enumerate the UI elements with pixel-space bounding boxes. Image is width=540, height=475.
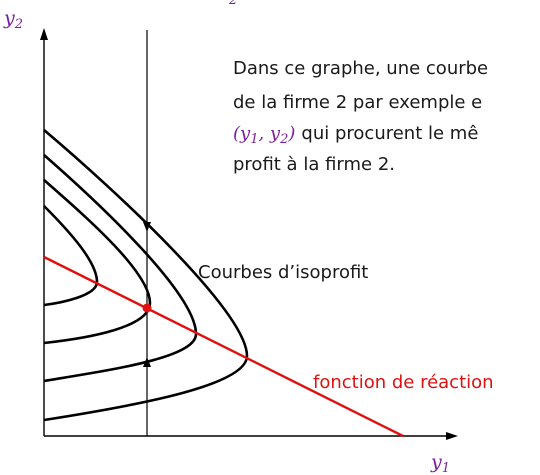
fixed-y1-line <box>143 30 151 436</box>
isoprofit-curve-2 <box>43 179 152 345</box>
isoprofit-curve-1 <box>43 205 99 307</box>
paragraph-line-3: (y1, y2)qui procurent le mê <box>233 123 478 147</box>
axes <box>40 28 458 440</box>
top-fragment-label: 2 <box>228 0 237 8</box>
x-axis-label: y1 <box>430 451 450 475</box>
paragraph-line-4: profit à la firme 2. <box>233 154 395 175</box>
isoprofit-curve-4 <box>43 129 249 422</box>
y-axis-arrow <box>40 28 48 40</box>
y-axis-label: y2 <box>3 7 23 32</box>
paragraph-line-2: de la firme 2 par exemple e <box>233 92 482 113</box>
paragraph-line-1: Dans ce graphe, une courbe <box>233 58 488 79</box>
isoprofit-label: Courbes d’isoprofit <box>198 262 368 283</box>
x-axis-arrow <box>446 432 458 440</box>
reaction-label: fonction de réaction <box>313 372 494 393</box>
equilibrium-point <box>142 303 152 313</box>
description-paragraph: Dans ce graphe, une courbe de la firme 2… <box>233 58 488 175</box>
reaction-function-line <box>43 255 404 438</box>
